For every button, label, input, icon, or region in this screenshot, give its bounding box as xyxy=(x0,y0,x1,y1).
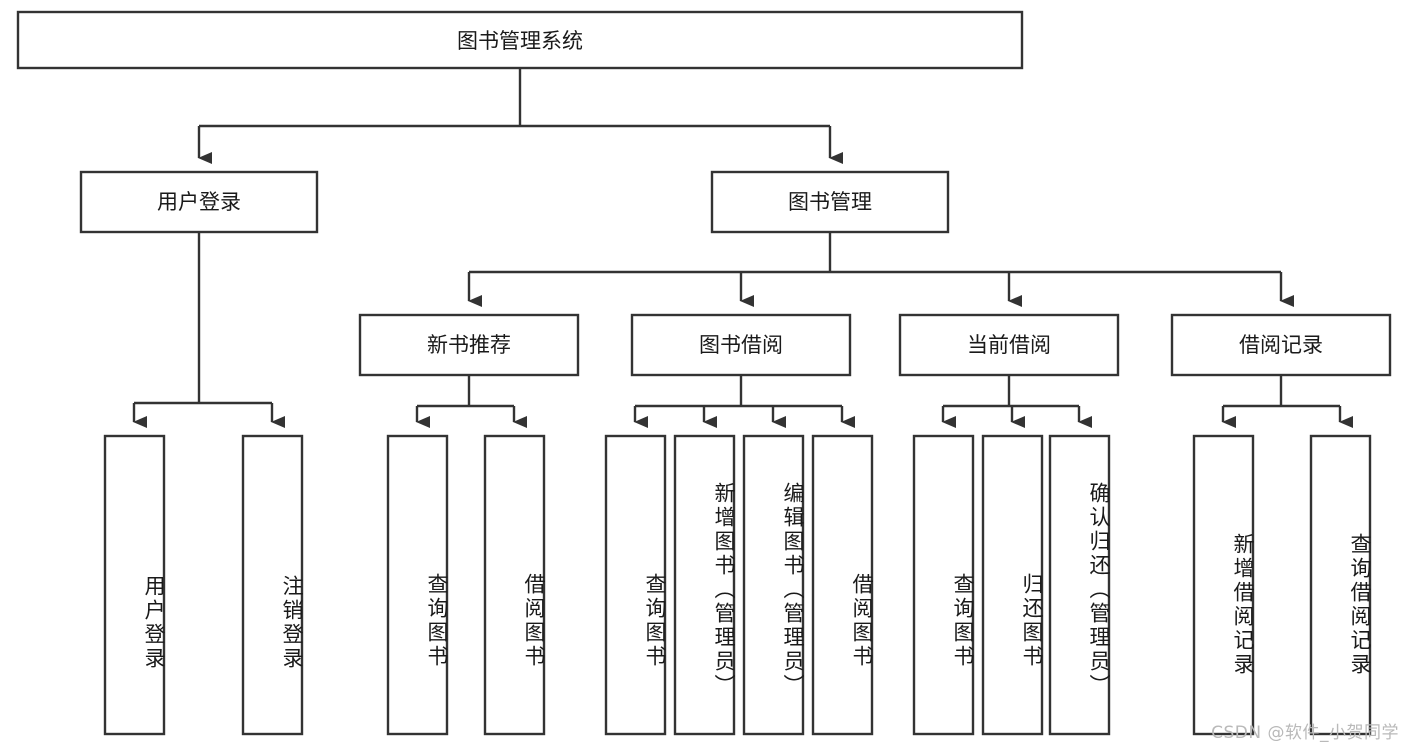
node-borrow-record-box[interactable] xyxy=(1170,313,1392,377)
leaf-box-add-book-admin[interactable] xyxy=(673,434,736,736)
leaf-box-edit-book-admin[interactable] xyxy=(742,434,805,736)
leaf-box-user-login[interactable] xyxy=(103,434,166,736)
node-book-manage-label: 图书管理 xyxy=(788,190,872,214)
csdn-watermark: CSDN @软件_小贺同学 xyxy=(1211,723,1399,743)
leaf-box-return-book[interactable] xyxy=(981,434,1044,736)
leaf-box-borrow-book-b[interactable] xyxy=(811,434,874,736)
node-new-book-recommend-box[interactable] xyxy=(358,313,580,377)
node-new-book-recommend-label: 新书推荐 xyxy=(427,333,511,357)
leaf-box-borrow-book-a[interactable] xyxy=(483,434,546,736)
leaf-box-add-borrow-record[interactable] xyxy=(1192,434,1255,736)
node-user-login-box[interactable] xyxy=(79,170,319,234)
connector-group-user-login xyxy=(132,232,285,428)
node-book-borrow-box[interactable] xyxy=(630,313,852,377)
leaf-box-query-book-b[interactable] xyxy=(604,434,667,736)
connector-group-current xyxy=(941,375,1092,428)
node-root[interactable]: 图书管理系统 xyxy=(16,10,1024,70)
node-current-borrow-label: 当前借阅 xyxy=(967,333,1051,357)
leaf-box-group xyxy=(103,434,1372,736)
node-user-login[interactable]: 用户登录 xyxy=(79,170,319,234)
node-root-box[interactable] xyxy=(16,10,1024,70)
node-book-borrow[interactable]: 图书借阅 xyxy=(630,313,852,377)
connector-group-new-book xyxy=(415,375,527,428)
node-current-borrow-box[interactable] xyxy=(898,313,1120,377)
node-root-label: 图书管理系统 xyxy=(457,29,583,53)
node-book-manage-box[interactable] xyxy=(710,170,950,234)
leaf-box-query-book-c[interactable] xyxy=(912,434,975,736)
node-user-login-label: 用户登录 xyxy=(157,190,241,214)
node-book-manage[interactable]: 图书管理 xyxy=(710,170,950,234)
leaf-box-logout[interactable] xyxy=(241,434,304,736)
connector-group-borrow xyxy=(633,375,855,428)
connector-group-record xyxy=(1221,375,1353,428)
leaf-box-confirm-return-admin[interactable] xyxy=(1048,434,1111,736)
connector-group-book-manage xyxy=(467,232,1294,307)
node-new-book-recommend[interactable]: 新书推荐 xyxy=(358,313,580,377)
leaf-box-query-book-a[interactable] xyxy=(386,434,449,736)
node-current-borrow[interactable]: 当前借阅 xyxy=(898,313,1120,377)
node-borrow-record-label: 借阅记录 xyxy=(1239,333,1323,357)
leaf-box-query-borrow-record[interactable] xyxy=(1309,434,1372,736)
node-borrow-record[interactable]: 借阅记录 xyxy=(1170,313,1392,377)
connector-group-root xyxy=(197,68,843,164)
node-book-borrow-label: 图书借阅 xyxy=(699,333,783,357)
